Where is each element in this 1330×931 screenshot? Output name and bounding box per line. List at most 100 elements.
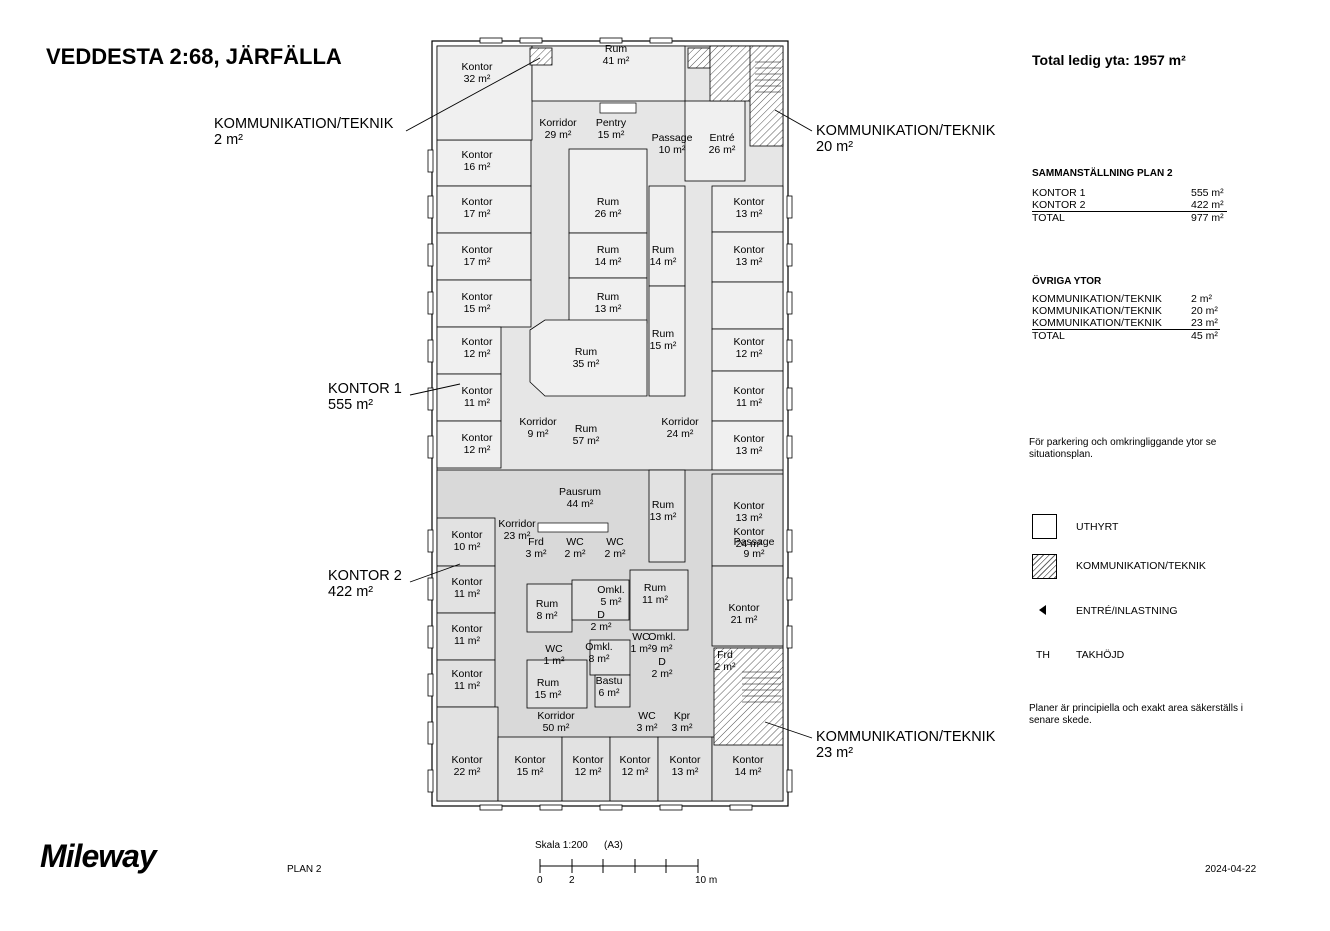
plan-label: PLAN 2 — [287, 864, 322, 875]
room-label: Omkl.9 m² — [648, 631, 675, 655]
room-area: 5 m² — [601, 596, 623, 608]
callout-area: 555 m² — [328, 397, 374, 413]
callout-area: 20 m² — [816, 139, 854, 155]
room-area: 13 m² — [672, 766, 699, 778]
room-area: 24 m² — [667, 428, 694, 440]
room-name: Kontor — [452, 668, 483, 680]
room-area: 35 m² — [573, 358, 600, 370]
room-area: 17 m² — [464, 256, 491, 268]
hatched-areas — [529, 45, 784, 746]
room-area: 15 m² — [464, 303, 491, 315]
room-area: 26 m² — [595, 208, 622, 220]
callout-label: KONTOR 2 — [328, 568, 402, 584]
room-label: WC3 m² — [637, 710, 659, 734]
room-name: Omkl. — [648, 631, 675, 643]
room-name: Rum — [537, 677, 559, 689]
legend-hatch-swatch — [1032, 554, 1057, 579]
page-title: VEDDESTA 2:68, JÄRFÄLLA — [46, 44, 342, 69]
total-area: Total ledig yta: 1957 m² — [1032, 52, 1186, 68]
room-area: 57 m² — [573, 435, 600, 447]
callout-kontor-2: KONTOR 2 422 m² — [328, 568, 402, 600]
pausrum-counter — [537, 522, 609, 533]
room-name: Bastu — [596, 675, 623, 687]
room-name: Kontor — [573, 754, 604, 766]
room-area: 1 m² — [631, 643, 653, 655]
room-area: 1 m² — [544, 655, 566, 667]
room-name: Rum — [605, 43, 627, 55]
room-area: 13 m² — [736, 256, 763, 268]
room-name: WC — [545, 643, 563, 655]
room-name: Kontor — [462, 149, 493, 161]
room-name: Kontor — [729, 602, 760, 614]
room-area: 14 m² — [735, 766, 762, 778]
room-name: Kontor — [620, 754, 651, 766]
summary-other-heading: ÖVRIGA YTOR — [1032, 276, 1102, 287]
room-name: Kontor — [452, 529, 483, 541]
room-area: 21 m² — [731, 614, 758, 626]
room-area: 15 m² — [598, 129, 625, 141]
room-name: WC — [638, 710, 656, 722]
room-area: 11 m² — [454, 680, 481, 692]
room-area: 11 m² — [736, 397, 763, 409]
callout-label: KOMMUNIKATION/TEKNIK — [214, 116, 394, 132]
room-area: 11 m² — [454, 635, 481, 647]
room-area: 11 m² — [454, 588, 481, 600]
room-area: 24 m² — [736, 538, 763, 550]
room-name: Korridor — [539, 117, 577, 129]
scale-tick-10: 10 m — [695, 875, 718, 886]
room-name: Passage — [734, 536, 775, 548]
legend-th-symbol: TH — [1036, 649, 1050, 661]
scale-label: Skala 1:200 — [535, 840, 588, 851]
room-label: WC2 m² — [605, 536, 627, 560]
room-name: Kontor — [734, 526, 765, 538]
callout-area: 23 m² — [816, 745, 854, 761]
room-label: D2 m² — [591, 609, 613, 633]
room-name: Rum — [597, 291, 619, 303]
room-area: 26 m² — [709, 144, 736, 156]
room-name: Rum — [575, 346, 597, 358]
pentry-counter — [599, 102, 637, 114]
room-area: 6 m² — [599, 687, 621, 699]
room-name: Pausrum — [559, 486, 601, 498]
room-name: Kontor — [670, 754, 701, 766]
room-name: Rum — [652, 328, 674, 340]
room-name: Passage — [652, 132, 693, 144]
room-label: Omkl.8 m² — [585, 641, 612, 665]
room-name: Kontor — [462, 385, 493, 397]
room-area: 3 m² — [672, 722, 694, 734]
room-area: 13 m² — [595, 303, 622, 315]
room-label: Omkl.5 m² — [597, 584, 624, 608]
room-label: WC2 m² — [565, 536, 587, 560]
room-name: Korridor — [661, 416, 699, 428]
room-area: 2 m² — [652, 668, 674, 680]
callout-area: 422 m² — [328, 584, 374, 600]
scale-tick-0: 0 — [537, 875, 543, 886]
scale-bar — [539, 859, 699, 873]
